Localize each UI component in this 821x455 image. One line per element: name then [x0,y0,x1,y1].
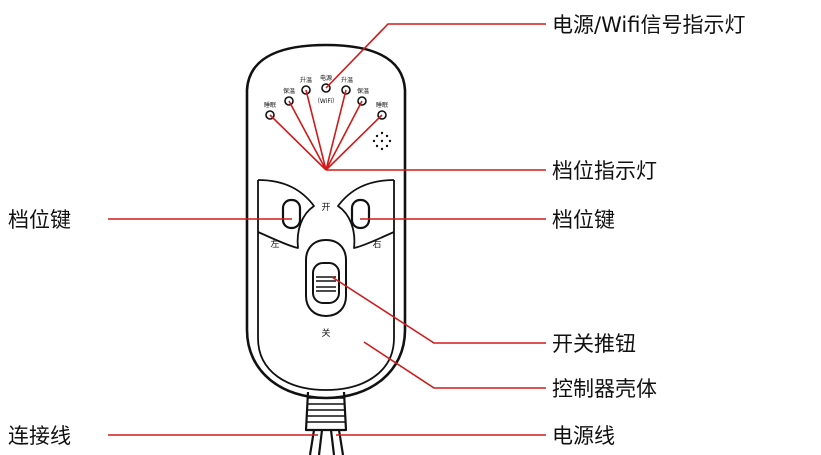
keep-warm-left-label: 保温 [283,87,295,95]
right-gear-button[interactable] [350,198,371,230]
right-key-label: 右 [372,238,381,250]
callout-power-wifi-indicator: 电源/Wifi信号指示灯 [552,13,745,37]
leader-gear-indicators [269,89,546,171]
callout-controller-housing: 控制器壳体 [552,377,657,401]
keep-warm-led-right [357,96,367,106]
heat-up-led-left [301,85,311,95]
sleep-left-label: 睡眠 [264,101,276,109]
heat-up-led-right [341,85,351,95]
leader-switch-slider [331,276,546,344]
callout-gear-key-right: 档位键 [552,208,615,232]
keep-warm-led-left [284,96,294,106]
power-led-label: 电源 [320,74,332,82]
sleep-led-right [377,110,387,120]
switch-track [305,239,347,317]
right-key-wing [337,179,395,249]
callout-gear-key-left: 档位键 [8,208,71,232]
left-key-label: 左 [270,238,279,250]
left-key-wing [257,179,315,249]
callout-power-cord: 电源线 [552,424,615,448]
callout-connection-cord: 连接线 [8,424,71,448]
switch-slider-knob[interactable] [312,262,340,304]
heat-up-right-label: 升温 [341,76,353,84]
leader-housing [363,341,546,389]
sleep-right-label: 睡眠 [376,101,388,109]
cord-wires [308,429,345,455]
keep-warm-right-label: 保温 [357,87,369,95]
wifi-led-label: （WiFi） [314,98,338,105]
speaker-grille [372,131,392,151]
heat-up-left-label: 升温 [300,76,312,84]
sleep-led-left [265,110,275,120]
off-label: 关 [321,327,330,339]
callout-gear-indicator: 档位指示灯 [552,159,657,183]
on-label: 开 [321,202,330,213]
controller-housing-outline [245,43,407,400]
power-wifi-led [321,83,331,93]
left-gear-button[interactable] [281,198,302,230]
inner-panel-outline [257,180,395,391]
callout-switch-slider: 开关推钮 [552,332,636,356]
leader-power-wifi [325,23,546,89]
